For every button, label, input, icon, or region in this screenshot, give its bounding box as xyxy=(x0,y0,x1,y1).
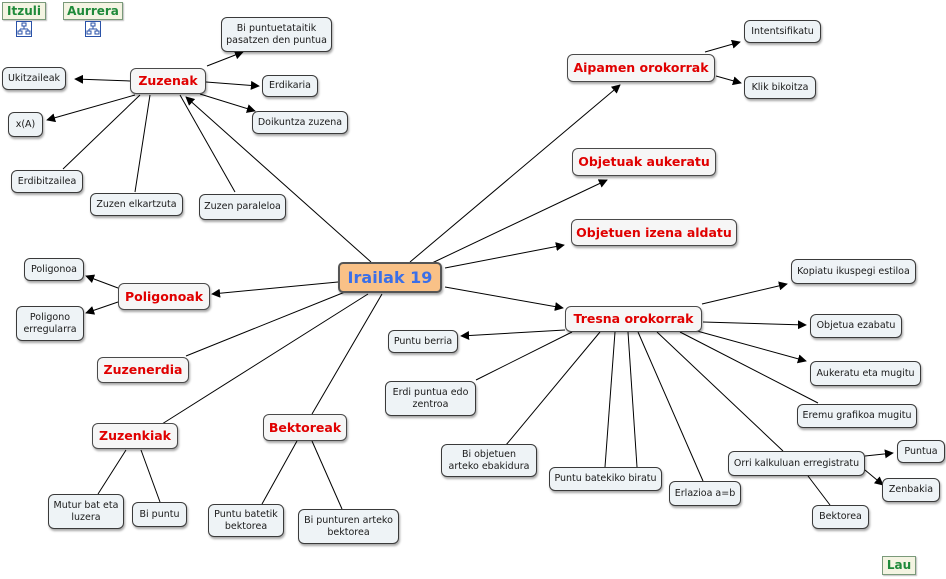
node-bi-objetuen-arteko-ebakidura[interactable]: Bi objetuen arteko ebakidura xyxy=(441,444,537,477)
node-zenbakia[interactable]: Zenbakia xyxy=(882,478,940,502)
node-zuzen-paraleloa[interactable]: Zuzen paraleloa xyxy=(199,194,286,220)
map-link-icon[interactable] xyxy=(85,21,101,37)
node-mutur-bat-eta-luzera[interactable]: Mutur bat eta luzera xyxy=(48,494,124,529)
node-puntua[interactable]: Puntua xyxy=(897,440,945,463)
node-erdibitzailea[interactable]: Erdibitzailea xyxy=(11,170,83,193)
topic-poligonoak[interactable]: Poligonoak xyxy=(118,283,210,310)
node-poligono-erregularra[interactable]: Poligono erregularra xyxy=(16,306,84,341)
topic-objetuak-aukeratu[interactable]: Objetuak aukeratu xyxy=(572,148,716,176)
topic-zuzenerdia[interactable]: Zuzenerdia xyxy=(97,357,189,383)
node-aukeratu-eta-mugitu[interactable]: Aukeratu eta mugitu xyxy=(810,361,921,386)
topic-zuzenkiak[interactable]: Zuzenkiak xyxy=(92,423,178,449)
node-zuzen-elkartzuta[interactable]: Zuzen elkartzuta xyxy=(90,193,183,216)
node-kopiatu-ikuspegi-estiloa[interactable]: Kopiatu ikuspegi estiloa xyxy=(791,259,916,284)
node-eremu-grafikoa-mugitu[interactable]: Eremu grafikoa mugitu xyxy=(797,404,917,428)
node-xa[interactable]: x(A) xyxy=(8,112,43,137)
node-puntu-batekiko-biratu[interactable]: Puntu batekiko biratu xyxy=(549,467,662,491)
node-objetua-ezabatu[interactable]: Objetua ezabatu xyxy=(810,314,902,338)
node-bi-punturen-arteko-bektorea[interactable]: Bi punturen arteko bektorea xyxy=(298,509,399,544)
node-doikuntza-zuzena[interactable]: Doikuntza zuzena xyxy=(252,111,348,134)
central-concept[interactable]: Irailak 19 xyxy=(338,262,442,293)
topic-aipamen-orokorrak[interactable]: Aipamen orokorrak xyxy=(567,54,715,82)
node-erdi-puntua-edo-zentroa[interactable]: Erdi puntua edo zentroa xyxy=(385,381,476,416)
node-bektorea[interactable]: Bektorea xyxy=(812,505,869,529)
node-erdikaria[interactable]: Erdikaria xyxy=(262,75,318,97)
node-puntu-berria[interactable]: Puntu berria xyxy=(388,330,458,353)
topic-bektoreak[interactable]: Bektoreak xyxy=(263,414,347,441)
node-bi-puntu[interactable]: Bi puntu xyxy=(132,502,187,527)
node-erlazioa[interactable]: Erlazioa a=b xyxy=(669,481,741,506)
node-bi-puntuetataitik[interactable]: Bi puntuetataitik pasatzen den puntua xyxy=(221,17,332,52)
topic-zuzenak[interactable]: Zuzenak xyxy=(130,68,206,94)
forward-button[interactable]: Aurrera xyxy=(63,2,123,20)
topic-tresna-orokorrak[interactable]: Tresna orokorrak xyxy=(565,306,702,332)
node-ukitzaileak[interactable]: Ukitzaileak xyxy=(2,67,66,90)
lau-button[interactable]: Lau xyxy=(882,556,916,575)
topic-objetuen-izena-aldatu[interactable]: Objetuen izena aldatu xyxy=(571,219,737,246)
node-puntu-batetik-bektorea[interactable]: Puntu batetik bektorea xyxy=(208,504,284,537)
back-button[interactable]: Itzuli xyxy=(2,2,46,20)
node-intentsifikatu[interactable]: Intentsifikatu xyxy=(744,20,821,43)
map-link-icon[interactable] xyxy=(16,21,32,37)
node-poligonoa[interactable]: Poligonoa xyxy=(24,258,84,281)
node-orri-kalkuluan-erregistratu[interactable]: Orri kalkuluan erregistratu xyxy=(728,451,865,476)
node-klik-bikoitza[interactable]: Klik bikoitza xyxy=(744,76,816,99)
